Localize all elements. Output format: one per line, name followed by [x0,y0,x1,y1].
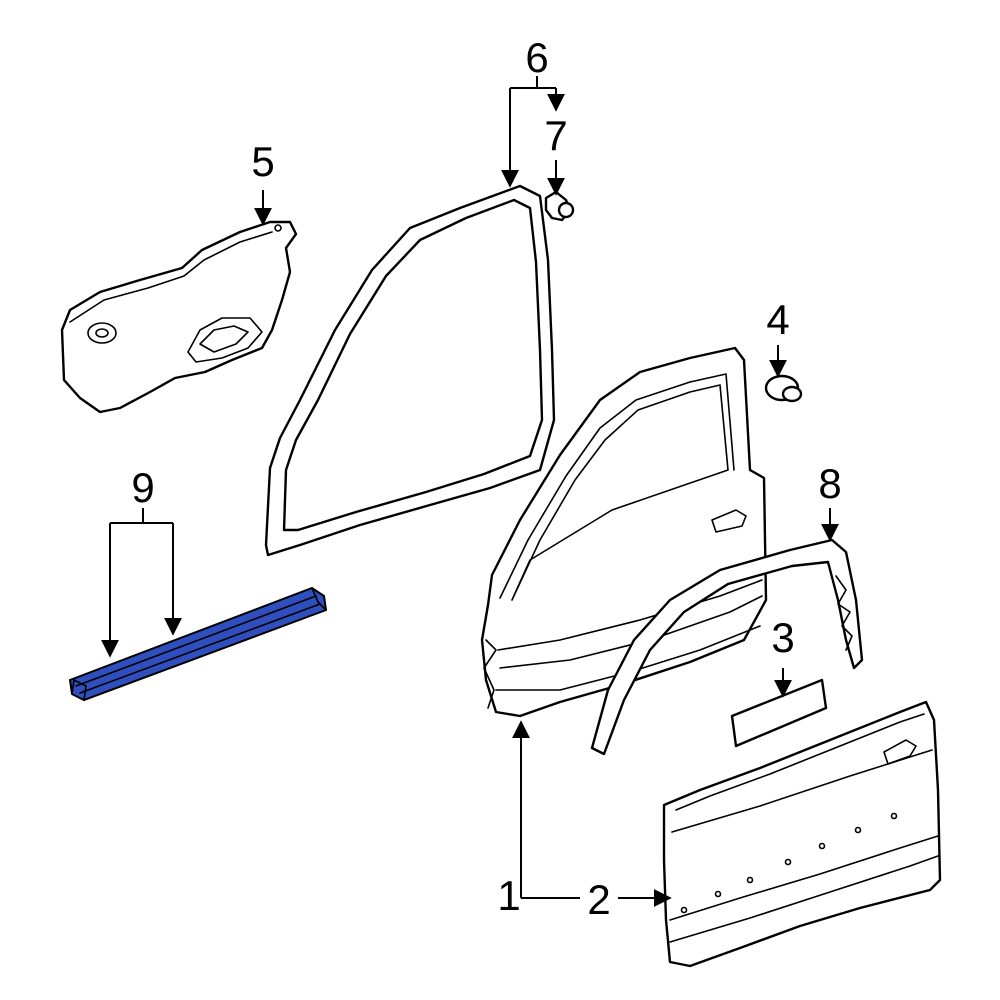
part-6-door-opening-seal[interactable] [264,184,556,557]
part-4-stopper[interactable] [764,374,803,403]
part-2-outer-door-skin[interactable] [662,700,942,968]
callout-8: 8 [818,460,841,507]
part-7-clip[interactable] [544,190,575,222]
callout-4: 4 [766,296,789,343]
callout-1: 1 [497,872,520,919]
leader-lines [101,76,839,907]
callout-5: 5 [251,138,274,185]
callout-2: 2 [587,876,610,923]
callout-labels: 1 2 3 4 5 6 7 8 9 [131,34,841,923]
mounting-holes [680,812,898,914]
part-8-door-weatherstrip[interactable] [590,538,864,756]
part-5-trim-panel[interactable] [60,220,298,414]
callout-3: 3 [771,614,794,661]
part-3-molding[interactable] [730,678,828,748]
callout-9: 9 [131,464,154,511]
callout-7: 7 [544,112,567,159]
callout-6: 6 [525,34,548,81]
part-9-sill-molding[interactable] [68,586,328,702]
